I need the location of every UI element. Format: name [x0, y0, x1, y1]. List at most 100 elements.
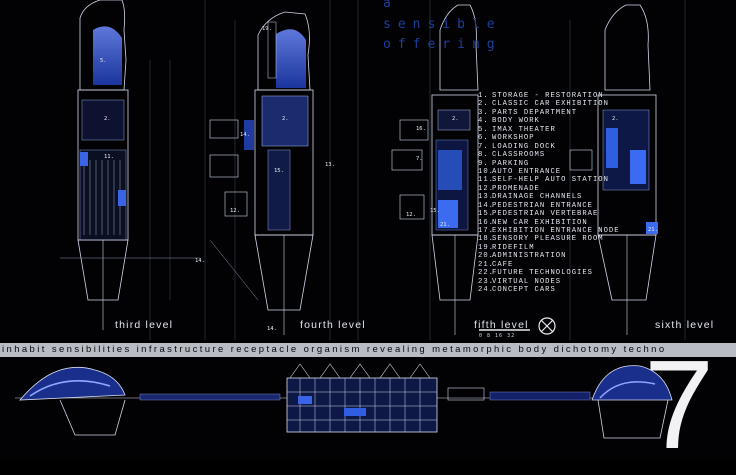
legend-number: 12.: [478, 184, 494, 193]
concept-strip-text: inhabit sensibilities infrastructure rec…: [2, 344, 667, 355]
plan-label: 7.: [416, 156, 423, 162]
plan-label: 14.: [267, 326, 277, 332]
legend-label: EXHIBITION ENTRANCE NODE: [492, 227, 620, 235]
level-label-fourth: fourth level: [300, 319, 366, 331]
plan-fourth-level: [209, 11, 314, 335]
sheet-number: 7: [644, 334, 715, 475]
plan-third-level: [60, 0, 200, 330]
legend-label: ADMINISTRATION: [492, 252, 567, 261]
legend-label: FUTURE TECHNOLOGIES: [492, 269, 593, 278]
legend-number: 20.: [478, 252, 494, 261]
legend-label: PROMENADE: [492, 184, 540, 193]
legend-item: 19.RIDEFILM: [478, 244, 620, 252]
legend-label: CLASSROOMS: [492, 151, 546, 160]
legend-item: 1.STORAGE - RESTORATION: [478, 92, 620, 100]
legend-label: SENSORY PLEASURE ROOM: [492, 235, 604, 244]
legend-item: 3.PARTS DEPARTMENT: [478, 109, 620, 117]
plans-drawing: 5. 2. 11. 14. 19. 2. 14. 15. 13. 12. 14.…: [15, 0, 686, 439]
legend-number: 18.: [478, 235, 494, 244]
legend-label: NEW CAR EXHIBITION: [492, 218, 588, 227]
legend-number: 4.: [478, 117, 489, 126]
legend-item: 10.AUTO ENTRANCE: [478, 168, 620, 176]
plan-sixth-level: [569, 4, 658, 335]
legend-item: 20.ADMINISTRATION: [478, 252, 620, 260]
legend-number: 11.: [478, 176, 494, 185]
legend-number: 14.: [478, 201, 494, 210]
level-label-sixth: sixth level: [655, 319, 715, 331]
legend-item: 8.CLASSROOMS: [478, 151, 620, 159]
legend-item: 4.BODY WORK: [478, 117, 620, 125]
legend-item: 7.LOADING DOCK: [478, 143, 620, 151]
legend-number: 10.: [478, 167, 494, 176]
concept-strip: inhabit sensibilities infrastructure rec…: [0, 343, 736, 357]
legend-item: 22.FUTURE TECHNOLOGIES: [478, 269, 620, 277]
plan-label: 5.: [100, 58, 107, 64]
plan-label: 14.: [240, 132, 250, 138]
legend-number: 6.: [478, 134, 489, 143]
legend-item: 11.SELF-HELP AUTO STATION: [478, 176, 620, 184]
legend-number: 1.: [478, 92, 489, 100]
legend-label: RIDEFILM: [492, 243, 535, 252]
legend-label: WORKSHOP: [492, 134, 535, 143]
legend-number: 9.: [478, 159, 489, 168]
title-line-1: a: [383, 0, 398, 11]
scale-label: 0 8 16 32: [479, 333, 516, 339]
legend-item: 12.PROMENADE: [478, 185, 620, 193]
plan-label: 2.: [452, 116, 459, 122]
legend-label: BODY WORK: [492, 117, 540, 126]
plan-label: 2.: [612, 116, 619, 122]
plan-label: 21.: [440, 222, 450, 228]
legend-label: CAFE: [492, 260, 514, 269]
legend-label: SELF-HELP AUTO STATION: [492, 176, 609, 185]
legend-label: DRAINAGE CHANNELS: [492, 193, 583, 202]
legend-number: 7.: [478, 142, 489, 151]
legend-label: IMAX THEATER: [492, 125, 556, 134]
legend-item: 21.CAFE: [478, 261, 620, 269]
plan-label: 12.: [406, 212, 416, 218]
plan-label: 2.: [104, 116, 111, 122]
legend-number: 15.: [478, 210, 494, 219]
plan-label: 21.: [648, 227, 658, 233]
plan-label: 16.: [416, 126, 426, 132]
legend-number: 5.: [478, 125, 489, 134]
legend-item: 24.CONCEPT CARS: [478, 286, 620, 294]
legend-item: 9.PARKING: [478, 160, 620, 168]
legend-item: 17.EXHIBITION ENTRANCE NODE: [478, 227, 620, 235]
level-label-third: third level: [115, 319, 174, 331]
legend-label: PEDESTRIAN ENTRANCE: [492, 201, 593, 210]
plan-label: 15.: [430, 208, 440, 214]
legend-number: 8.: [478, 151, 489, 160]
plan-fifth-level: [391, 4, 479, 335]
legend-label: AUTO ENTRANCE: [492, 167, 562, 176]
grid-lines: [149, 0, 686, 340]
legend-label: PEDESTRIAN VERTEBRAE: [492, 210, 599, 219]
legend-number: 17.: [478, 227, 494, 235]
legend-label: CLASSIC CAR EXHIBITION: [492, 100, 609, 109]
legend-number: 21.: [478, 260, 494, 269]
plan-label: 19.: [262, 26, 272, 32]
legend-number: 16.: [478, 218, 494, 227]
plan-label: 15.: [274, 168, 284, 174]
legend-label: PARKING: [492, 159, 530, 168]
title-line-3: offering: [383, 37, 502, 52]
legend-item: 2.CLASSIC CAR EXHIBITION: [478, 100, 620, 108]
legend-number: 22.: [478, 269, 494, 278]
legend-number: 13.: [478, 193, 494, 202]
legend-number: 23.: [478, 277, 494, 286]
plan-label: 2.: [282, 116, 289, 122]
legend-number: 2.: [478, 100, 489, 109]
plan-label: 13.: [325, 162, 335, 168]
legend-item: 5.IMAX THEATER: [478, 126, 620, 134]
plan-label: 14.: [195, 258, 205, 264]
level-label-fifth: fifth level: [474, 319, 529, 331]
legend-item: 23.VIRTUAL NODES: [478, 278, 620, 286]
legend-label: STORAGE - RESTORATION: [492, 92, 604, 100]
legend-label: LOADING DOCK: [492, 142, 556, 151]
plan-label: 12.: [230, 208, 240, 214]
plan-label: 11.: [104, 154, 114, 160]
legend-item: 14.PEDESTRIAN ENTRANCE: [478, 202, 620, 210]
title-line-2: sensible: [383, 17, 502, 32]
legend-number: 19.: [478, 243, 494, 252]
